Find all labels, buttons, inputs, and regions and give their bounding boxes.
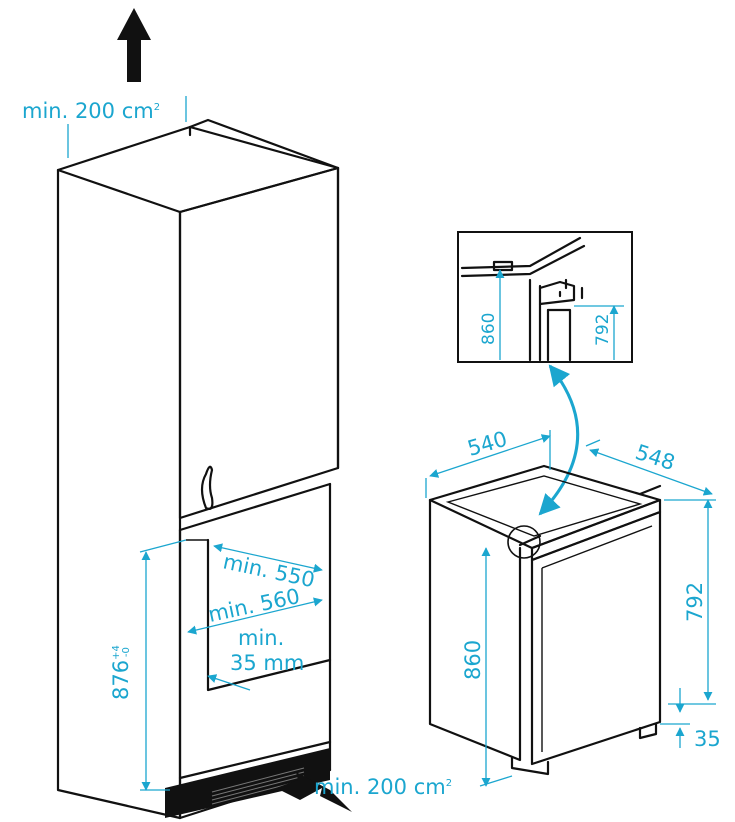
min-560-label: min. 560 [206, 584, 302, 627]
gap-35mm-label: 35 mm [230, 651, 304, 675]
detail-792-label: 792 [593, 314, 613, 346]
svg-text:860: 860 [461, 640, 485, 680]
hinge-detail [457, 231, 633, 363]
airflow-up-arrow [117, 8, 151, 82]
vent-top-label: min. 200 cm2 [22, 99, 160, 123]
min-550-label: min. 550 [221, 549, 317, 592]
height-792-label: 792 [683, 582, 707, 622]
airflow-in-arrow [276, 772, 352, 812]
base-35-label: 35 [694, 727, 721, 751]
fridge [425, 430, 716, 787]
detail-callout-arrow [538, 364, 580, 516]
svg-text:792: 792 [593, 314, 613, 346]
width-540-label: 540 [465, 427, 510, 461]
svg-text:792: 792 [683, 582, 707, 622]
svg-text:860: 860 [479, 313, 499, 345]
detail-860-label: 860 [479, 313, 499, 345]
min-gap-label: min. [238, 626, 284, 650]
niche-height-label: 876+4-0 [109, 645, 133, 700]
cabinet [56, 8, 352, 820]
depth-548-label: 548 [632, 440, 678, 475]
height-860-label: 860 [461, 640, 485, 680]
vent-bottom-label: min. 200 cm2 [314, 775, 452, 799]
svg-text:876+4-0: 876+4-0 [109, 645, 133, 700]
